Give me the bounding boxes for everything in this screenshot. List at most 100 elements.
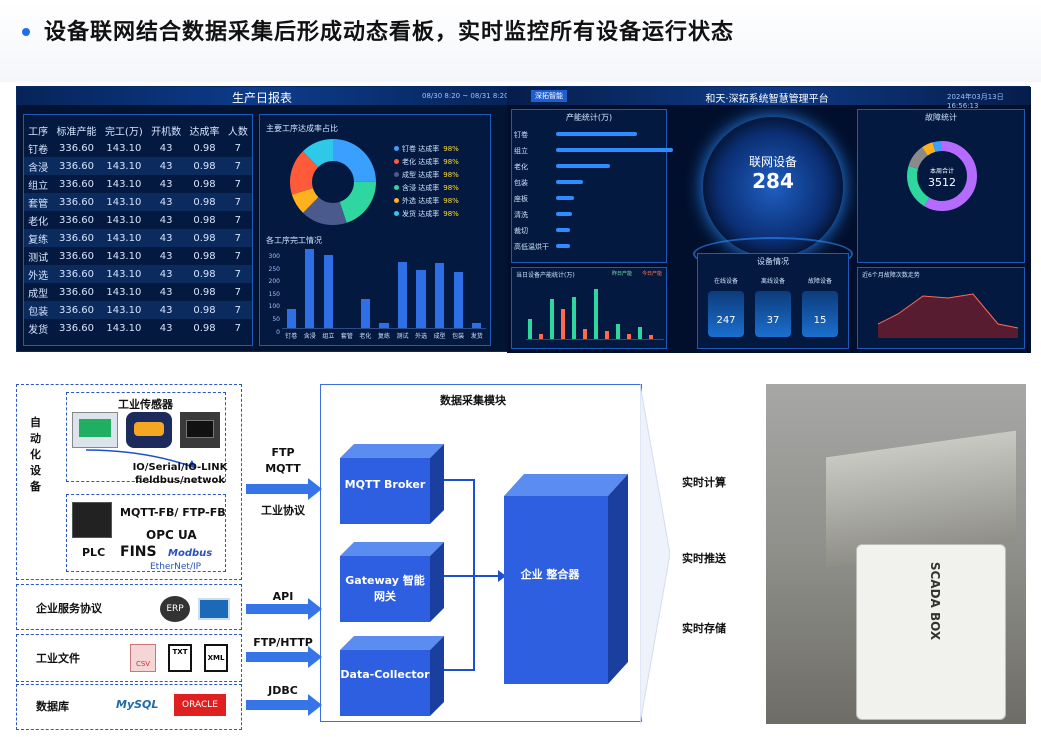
bar-y-tick: 100 [268, 303, 280, 311]
table-cell: 336.60 [58, 214, 94, 226]
cube-mqtt-broker [340, 444, 444, 524]
bar-x-tick: 套管 [340, 333, 353, 340]
cube-mqtt-label: MQTT Broker [344, 478, 426, 491]
cube-connectors [444, 479, 506, 671]
legend-dot-icon [394, 146, 399, 151]
bar [472, 322, 482, 328]
sensor-title: 工业传感器 [118, 398, 173, 411]
proto-mqtt: MQTT [265, 462, 301, 475]
capacity-chart-bar [528, 319, 532, 339]
legend-label: 发货 达成率 [402, 210, 440, 218]
table-cell: 43 [146, 157, 186, 175]
capacity-bar [556, 196, 574, 200]
table-cell: 43 [146, 301, 186, 319]
bar-x-tick: 老化 [359, 333, 372, 340]
report-header [17, 87, 507, 105]
table-cell: 143.10 [106, 214, 142, 226]
platform-header [507, 87, 1031, 105]
legend-label: 钉卷 达成率 [402, 145, 440, 153]
device-stat-value: 247 [708, 291, 744, 337]
table-cell: 7 [234, 214, 242, 226]
capacity-title: 产能统计(万) [565, 113, 613, 122]
capacity-bar [556, 212, 573, 216]
table-cell: 0.98 [185, 193, 224, 211]
capacity-bar [556, 244, 571, 248]
report-column-header: 完工(万) [104, 126, 143, 138]
table-cell: 43 [159, 142, 173, 154]
plc-group [66, 494, 226, 572]
mysql-logo: MySQL [116, 698, 159, 711]
table-cell: 0.98 [185, 157, 224, 175]
txt-file-icon: TXT [168, 644, 192, 672]
legend-value: 98% [443, 184, 459, 192]
pie-slice-3 [290, 139, 376, 225]
table-cell: 143.10 [106, 142, 142, 154]
table-cell: 7 [223, 193, 252, 211]
capacity-label: 座板 [514, 195, 528, 203]
table-cell: 143.10 [100, 229, 147, 247]
bar-y-tick: 300 [268, 253, 280, 260]
table-cell: 外选 [24, 265, 53, 283]
mes-icon [198, 598, 230, 620]
table-cell: 7 [234, 250, 242, 262]
bar-y-tick: 50 [272, 315, 280, 323]
table-cell: 143.10 [100, 193, 147, 211]
legend-value: 98% [443, 145, 459, 153]
bar [435, 263, 445, 328]
table-cell: 7 [234, 178, 242, 190]
table-cell: 336.60 [52, 229, 101, 247]
table-cell: 336.60 [58, 178, 94, 190]
capacity-chart-bar [550, 299, 554, 339]
table-cell: 143.10 [106, 250, 142, 262]
legend-dot-icon [394, 198, 399, 203]
capacity-chart-bar [539, 334, 543, 339]
arrow-ftp-http [246, 646, 322, 668]
capacity-panel: 产能统计(万) 钉卷组立老化包装座板清洗裁切高低温烘干 [511, 109, 673, 263]
proto-ftp-http: FTP/HTTP [253, 636, 313, 649]
table-cell: 发货 [28, 324, 49, 336]
proto-api: API [272, 590, 294, 603]
table-cell: 7 [223, 301, 252, 319]
table-cell: 7 [234, 142, 242, 154]
fieldbus-text: fieldbus/netwok [134, 475, 226, 486]
legend-label: 外选 达成率 [402, 197, 440, 205]
legend-dot-icon [394, 159, 399, 164]
bar-x-tick: 测试 [396, 333, 409, 340]
fault-trend-title: 近6个月故障次数走势 [862, 272, 920, 279]
table-cell: 43 [146, 229, 186, 247]
report-date: 08/30 8:20 ~ 08/31 8:20 [422, 92, 509, 100]
platform-logo: 深拓智能 [531, 90, 567, 102]
table-cell: 336.60 [58, 142, 94, 154]
bar-y-tick: 0 [276, 328, 280, 336]
table-cell: 7 [223, 229, 252, 247]
table-cell: 336.60 [58, 322, 94, 334]
table-cell: 0.98 [185, 229, 224, 247]
bar [305, 249, 315, 328]
scada-box-photo: SCADA BOX [766, 384, 1026, 724]
io-text: IO/Serial/IO-LINK [132, 462, 228, 473]
enterprise-protocol-label: 企业服务协议 [36, 602, 102, 615]
plc-label: PLC [82, 546, 106, 559]
legend-value: 98% [443, 210, 459, 218]
capacity-bars [526, 282, 664, 340]
table-cell: 老化 [28, 216, 49, 228]
pie-chart [290, 139, 376, 225]
bar-plot-area [282, 249, 486, 329]
table-cell: 7 [223, 265, 252, 283]
proto-ftp: FTP [271, 446, 295, 459]
platform-panel: 深拓智能 和天·深拓系统智慧管理平台 2024年03月13日 16:56:13 … [507, 87, 1031, 353]
table-cell: 43 [159, 250, 173, 262]
legend-value: 98% [443, 197, 459, 205]
capacity-label: 清洗 [514, 211, 528, 219]
capacity-label: 裁切 [514, 227, 528, 235]
fault-donut [907, 141, 977, 211]
output-realtime-store: 实时存储 [682, 622, 726, 635]
